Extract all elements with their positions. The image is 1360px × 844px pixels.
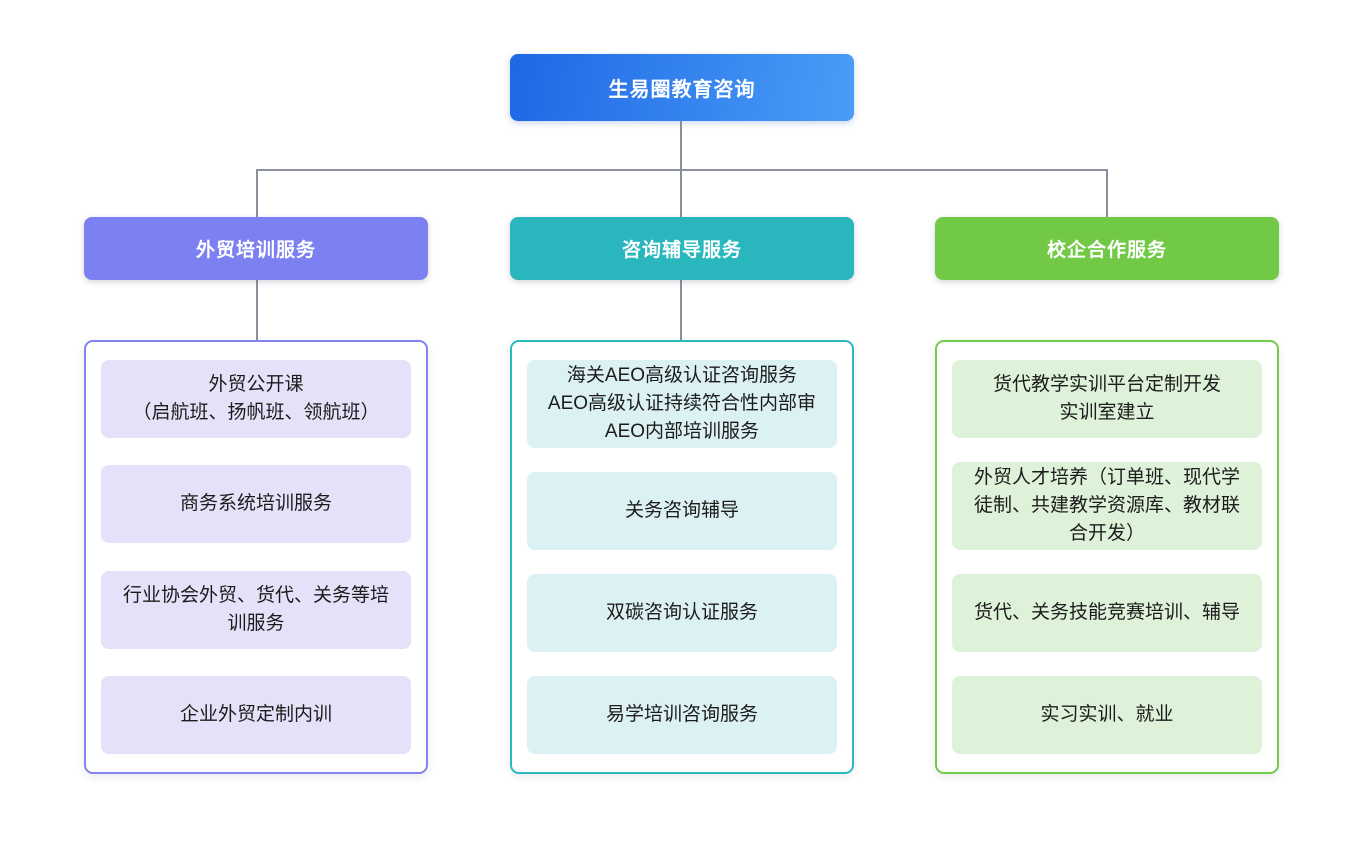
branch-box-foreign-trade-training: 外贸公开课 （启航班、扬帆班、领航班） 商务系统培训服务 行业协会外贸、货代、关… [84, 340, 428, 774]
connector-header-box-left [256, 280, 258, 340]
root-node: 生易圈教育咨询 [510, 54, 854, 121]
service-item: 货代、关务技能竞赛培训、辅导 [952, 574, 1262, 652]
connector-horizontal [256, 169, 1107, 171]
branch-header-foreign-trade-training: 外贸培训服务 [84, 217, 428, 280]
service-item: 海关AEO高级认证咨询服务 AEO高级认证持续符合性内部审 AEO内部培训服务 [527, 360, 837, 448]
service-item: 外贸公开课 （启航班、扬帆班、领航班） [101, 360, 411, 438]
branch-header-school-enterprise-cooperation: 校企合作服务 [935, 217, 1279, 280]
service-item: 商务系统培训服务 [101, 465, 411, 544]
connector-header-box-middle [680, 280, 682, 340]
branch-header-label: 校企合作服务 [1046, 240, 1167, 261]
branch-consulting-coaching: 咨询辅导服务 海关AEO高级认证咨询服务 AEO高级认证持续符合性内部审 AEO… [510, 217, 854, 774]
service-item: 实习实训、就业 [952, 676, 1262, 754]
connector-drop-left [256, 169, 258, 218]
branch-header-consulting-coaching: 咨询辅导服务 [510, 217, 854, 280]
branch-school-enterprise-cooperation: 校企合作服务 货代教学实训平台定制开发 实训室建立 外贸人才培养（订单班、现代学… [935, 217, 1279, 774]
service-item: 易学培训咨询服务 [527, 676, 837, 754]
root-node-label: 生易圈教育咨询 [608, 79, 756, 101]
branch-header-label: 外贸培训服务 [195, 240, 316, 261]
connector-root-stem [680, 121, 682, 170]
branch-foreign-trade-training: 外贸培训服务 外贸公开课 （启航班、扬帆班、领航班） 商务系统培训服务 行业协会… [84, 217, 428, 774]
service-item: 关务咨询辅导 [527, 472, 837, 550]
service-item: 行业协会外贸、货代、关务等培训服务 [101, 570, 411, 649]
service-item: 外贸人才培养（订单班、现代学徒制、共建教学资源库、教材联合开发） [952, 462, 1262, 550]
branch-box-consulting-coaching: 海关AEO高级认证咨询服务 AEO高级认证持续符合性内部审 AEO内部培训服务 … [510, 340, 854, 774]
service-item: 双碳咨询认证服务 [527, 574, 837, 652]
service-item: 货代教学实训平台定制开发 实训室建立 [952, 360, 1262, 438]
branch-header-label: 咨询辅导服务 [621, 240, 742, 261]
branch-box-school-enterprise-cooperation: 货代教学实训平台定制开发 实训室建立 外贸人才培养（订单班、现代学徒制、共建教学… [935, 340, 1279, 774]
service-item: 企业外贸定制内训 [101, 675, 411, 754]
connector-drop-middle [680, 169, 682, 218]
connector-drop-right [1106, 169, 1108, 218]
